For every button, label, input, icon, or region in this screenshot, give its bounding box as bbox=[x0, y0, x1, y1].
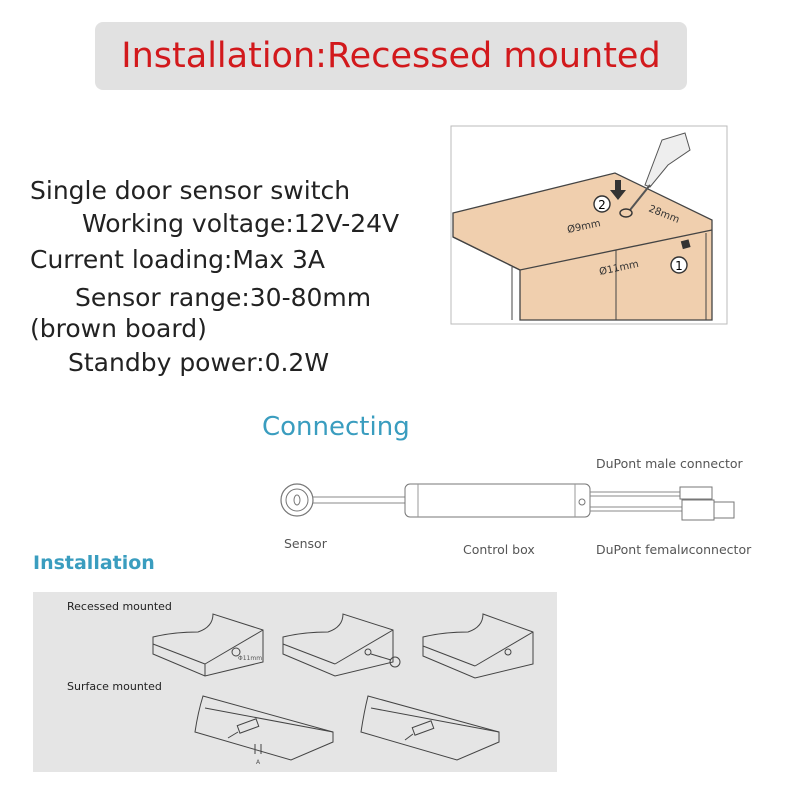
connecting-heading: Connecting bbox=[262, 412, 410, 442]
surface-step-1 bbox=[194, 695, 334, 761]
installation-heading: Installation bbox=[33, 552, 155, 574]
wiring-diagram bbox=[280, 483, 735, 521]
surface-step-2 bbox=[360, 695, 500, 761]
title-banner: Installation:Recessed mounted bbox=[95, 22, 687, 90]
recessed-step-1 bbox=[152, 613, 264, 677]
male-connector-icon bbox=[679, 486, 713, 500]
spec-line: Standby power:0.2W bbox=[68, 348, 330, 377]
step-2-label: 2 bbox=[598, 198, 606, 212]
surface-label: Surface mounted bbox=[67, 680, 162, 693]
hole-size-label: Φ11mm bbox=[238, 655, 262, 662]
control-box-label: Control box bbox=[463, 542, 535, 557]
female-connector-label: DuPont femalиconnector bbox=[596, 542, 752, 557]
spec-line: (brown board) bbox=[30, 314, 207, 343]
mounting-steps-figure: Φ11mm A bbox=[152, 613, 534, 766]
sensor-label: Sensor bbox=[284, 536, 327, 551]
recessed-label: Recessed mounted bbox=[67, 600, 172, 613]
title: Installation:Recessed mounted bbox=[121, 36, 661, 76]
female-connector-icon bbox=[681, 499, 715, 521]
step-1-label: 1 bbox=[675, 259, 683, 273]
male-connector-label: DuPont male connector bbox=[596, 456, 743, 471]
spec-line: Single door sensor switch bbox=[30, 176, 351, 205]
installation-panel: Recessed mounted Surface mounted bbox=[33, 592, 557, 772]
cabinet-drilling-figure: 2 1 Ø9mm 28mm Ø11mm bbox=[450, 125, 728, 325]
spec-line: Sensor range:30-80mm bbox=[75, 283, 372, 312]
sensor-icon bbox=[280, 483, 314, 517]
recessed-step-3 bbox=[422, 613, 534, 679]
spec-line: Working voltage:12V-24V bbox=[82, 209, 400, 238]
control-box bbox=[404, 483, 591, 518]
spec-line: Current loading:Max 3A bbox=[30, 245, 325, 274]
recessed-step-2 bbox=[282, 613, 401, 677]
screw-label: A bbox=[256, 759, 261, 766]
